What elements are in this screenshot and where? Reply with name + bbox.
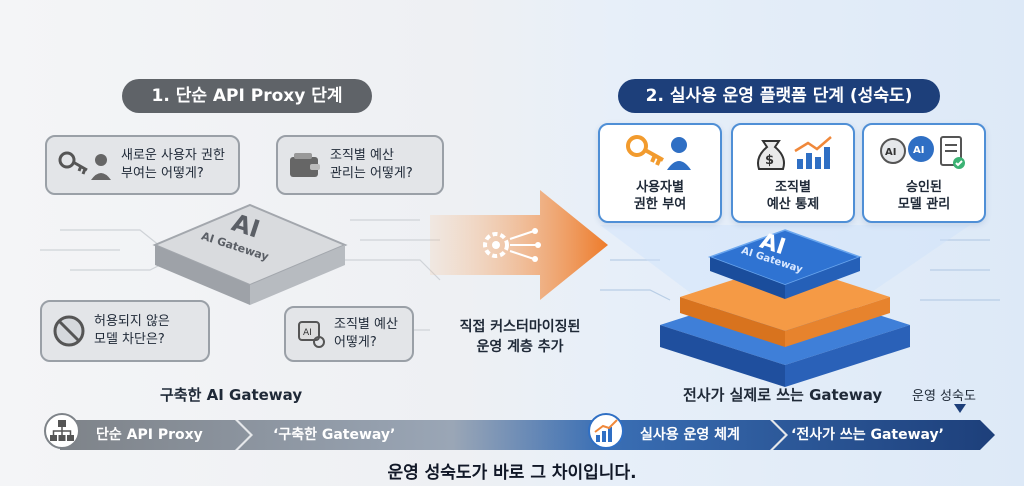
question-text: 새로운 사용자 권한 부여는 어떻게? — [121, 148, 225, 181]
blocked-model-icon — [53, 315, 85, 347]
ai-gateway-chip-blue-stack — [660, 229, 910, 387]
bar-chart-icon — [594, 419, 618, 442]
question-bubble-org-budget: 조직별 예산 관리는 어떻게? — [276, 135, 444, 195]
gear-network-icon — [483, 228, 541, 262]
question-text: 조직별 예산 관리는 어떻게? — [330, 148, 413, 181]
question-bubble-model-block: 허용되지 않은 모델 차단은? — [40, 300, 210, 362]
left-stage-title: 1. 단순 API Proxy 단계 — [122, 79, 372, 113]
feature-card-label: 조직별 예산 통제 — [766, 180, 820, 212]
flow-step-enterprise-gateway: ‘전사가 쓰는 Gateway’ — [791, 427, 944, 443]
flow-step-real-operation: 실사용 운영 체계 — [640, 427, 740, 443]
maturity-label: 운영 성숙도 — [912, 389, 976, 404]
question-bubble-org-budget-2: AI 조직별 예산 어떻게? — [284, 306, 414, 362]
feature-card-label: 사용자별 권한 부여 — [633, 180, 687, 212]
key-user-icon — [626, 135, 691, 170]
key-user-icon — [58, 151, 111, 180]
org-tree-icon — [44, 413, 80, 449]
svg-text:$: $ — [765, 153, 774, 168]
feature-card-org-budget: $ 조직별 예산 통제 — [731, 123, 855, 223]
footer-message: 운영 성숙도가 바로 그 차이입니다. — [387, 463, 637, 483]
flow-step-simple-proxy: 단순 API Proxy — [96, 427, 203, 443]
feature-card-approved-model: AI AI 승인된 모델 관리 — [862, 123, 986, 223]
money-bag-chart-icon: $ — [757, 136, 832, 170]
question-bubble-user-permission: 새로운 사용자 권한 부여는 어떻게? — [45, 135, 240, 195]
ai-model-checklist-icon: AI AI — [880, 136, 965, 169]
svg-text:AI: AI — [913, 145, 924, 156]
flow-step-built-gateway: ‘구축한 Gateway’ — [273, 427, 396, 443]
feature-card-label: 승인된 모델 관리 — [897, 180, 951, 212]
growth-chart-icon — [588, 413, 624, 449]
maturity-marker-icon — [954, 404, 966, 413]
right-stage-title: 2. 실사용 운영 플랫폼 단계 (성숙도) — [618, 79, 940, 113]
ai-chip-search-icon: AI — [298, 321, 325, 348]
feature-card-user-permission: 사용자별 권한 부여 — [598, 123, 722, 223]
wallet-icon — [290, 153, 320, 177]
question-text: 조직별 예산 어떻게? — [334, 317, 398, 350]
svg-text:AI: AI — [303, 328, 312, 338]
hierarchy-icon — [50, 420, 74, 441]
right-caption: 전사가 실제로 쓰는 Gateway — [683, 386, 883, 404]
svg-text:AI: AI — [885, 147, 896, 158]
question-text: 허용되지 않은 모델 차단은? — [94, 314, 170, 347]
ai-gateway-chip-gray — [152, 203, 348, 305]
transition-label: 직접 커스터마이징된 운영 계층 추가 — [459, 319, 581, 355]
maturity-flow-bar — [60, 420, 995, 450]
left-caption: 구축한 AI Gateway — [160, 386, 303, 404]
